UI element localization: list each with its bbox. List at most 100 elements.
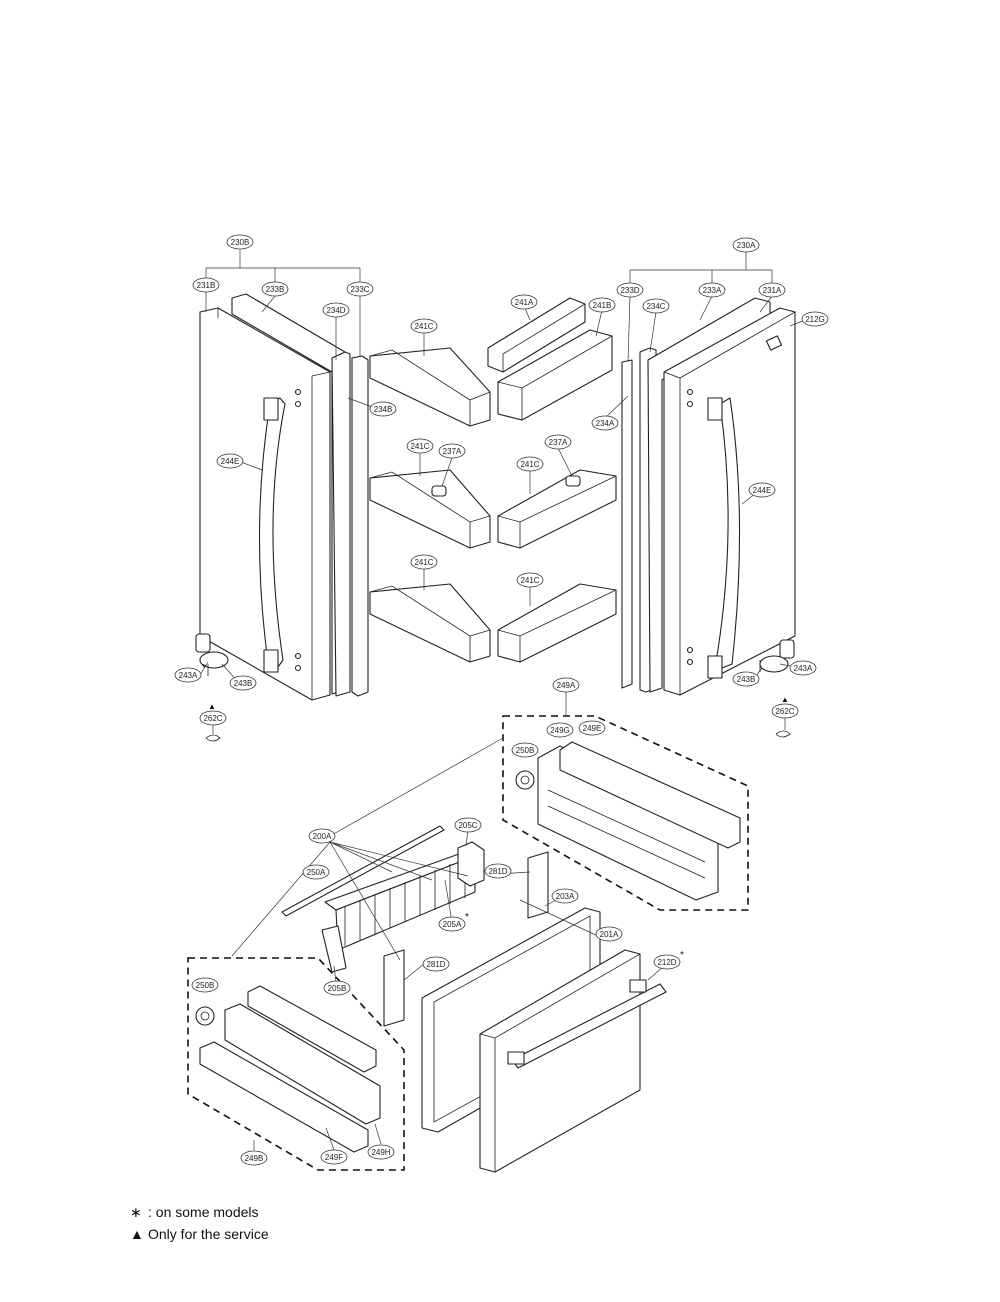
svg-text:234C: 234C bbox=[646, 302, 665, 311]
svg-text:249F: 249F bbox=[325, 1153, 343, 1162]
svg-text:249A: 249A bbox=[557, 681, 576, 690]
svg-text:233A: 233A bbox=[703, 286, 722, 295]
svg-text:241B: 241B bbox=[593, 301, 612, 310]
right-hinge-pin-262C bbox=[775, 730, 791, 738]
label-250B-left: 250B bbox=[191, 977, 219, 993]
svg-text:249G: 249G bbox=[550, 726, 570, 735]
label-241C-2: 241C bbox=[406, 438, 434, 454]
right-door-handle bbox=[707, 397, 741, 679]
label-231B: 231B bbox=[192, 277, 220, 293]
svg-text:281D: 281D bbox=[488, 867, 507, 876]
label-241C-1: 241C bbox=[410, 318, 438, 334]
legend-triangle-text: Only for the service bbox=[148, 1226, 269, 1242]
svg-text:237A: 237A bbox=[549, 438, 568, 447]
label-281D-upper: 281D bbox=[484, 863, 512, 879]
label-201A: 201A bbox=[595, 926, 623, 942]
label-233B: 233B bbox=[261, 281, 289, 297]
svg-text:241C: 241C bbox=[414, 322, 433, 331]
star-symbol: ∗ bbox=[130, 1204, 142, 1220]
label-243B-right: 243B bbox=[732, 671, 760, 687]
bin-241A bbox=[487, 297, 586, 373]
svg-text:244E: 244E bbox=[753, 486, 772, 495]
part-labels: 230B 231B 233B 233C 234D 234B 241A 241B … bbox=[174, 234, 829, 1166]
label-234C: 234C bbox=[642, 298, 670, 314]
label-233A: 233A bbox=[698, 282, 726, 298]
label-249A: 249A bbox=[552, 677, 580, 693]
svg-text:233C: 233C bbox=[350, 285, 369, 294]
triangle-symbol: ▲ bbox=[130, 1226, 144, 1242]
label-230B: 230B bbox=[226, 234, 254, 250]
svg-text:249E: 249E bbox=[583, 724, 602, 733]
svg-text:233D: 233D bbox=[620, 286, 639, 295]
svg-text:205A: 205A bbox=[443, 920, 462, 929]
label-243A-left: 243A bbox=[174, 667, 202, 683]
svg-text:234B: 234B bbox=[374, 405, 393, 414]
svg-text:230B: 230B bbox=[231, 238, 250, 247]
right-door-screws bbox=[686, 388, 694, 666]
label-250B-right: 250B bbox=[511, 742, 539, 758]
label-243A-right: 243A bbox=[789, 660, 817, 676]
svg-text:200A: 200A bbox=[313, 832, 332, 841]
svg-text:243A: 243A bbox=[794, 664, 813, 673]
left-hinge-pin-262C bbox=[205, 734, 221, 742]
svg-text:212D: 212D bbox=[657, 958, 676, 967]
bracket-281D-upper bbox=[527, 851, 549, 919]
label-250A: 250A bbox=[302, 864, 330, 880]
star-mark-243A: * bbox=[202, 663, 206, 674]
triangle-mark-262C-right: ▲ bbox=[781, 695, 789, 704]
svg-text:281D: 281D bbox=[426, 960, 445, 969]
svg-text:244E: 244E bbox=[221, 457, 240, 466]
label-244E-left: 244E bbox=[216, 453, 244, 469]
label-281D-lower: 281D bbox=[422, 956, 450, 972]
left-door-strip bbox=[351, 355, 369, 697]
label-241B: 241B bbox=[588, 297, 616, 313]
svg-text:205C: 205C bbox=[458, 821, 477, 830]
drawer-leaders bbox=[231, 737, 665, 983]
svg-text:250A: 250A bbox=[307, 868, 326, 877]
right-door-strip bbox=[621, 359, 633, 689]
svg-text:237A: 237A bbox=[443, 447, 462, 456]
svg-text:262C: 262C bbox=[203, 714, 222, 723]
bin-241C-lower-left bbox=[369, 583, 491, 663]
svg-text:203A: 203A bbox=[556, 892, 575, 901]
rail-group-249A bbox=[502, 692, 749, 911]
svg-text:241C: 241C bbox=[410, 442, 429, 451]
svg-text:262C: 262C bbox=[775, 707, 794, 716]
star-mark-205A: * bbox=[465, 912, 469, 923]
svg-text:212G: 212G bbox=[805, 315, 825, 324]
label-237A-left: 237A bbox=[438, 443, 466, 459]
svg-text:243B: 243B bbox=[737, 675, 756, 684]
triangle-mark-262C-left: ▲ bbox=[208, 702, 216, 711]
svg-text:205B: 205B bbox=[328, 984, 347, 993]
label-212G: 212G bbox=[801, 311, 829, 327]
drawer-front-panel bbox=[479, 949, 667, 1173]
marks: * * * ▲ ▲ bbox=[202, 663, 789, 961]
label-249E: 249E bbox=[578, 720, 606, 736]
label-234B: 234B bbox=[369, 401, 397, 417]
left-door-handle bbox=[258, 397, 286, 673]
label-205A: 205A bbox=[438, 916, 466, 932]
svg-text:241A: 241A bbox=[515, 298, 534, 307]
svg-text:241C: 241C bbox=[520, 460, 539, 469]
svg-text:234D: 234D bbox=[326, 306, 345, 315]
label-241C-3: 241C bbox=[516, 456, 544, 472]
svg-text:250B: 250B bbox=[196, 981, 215, 990]
label-205B: 205B bbox=[323, 980, 351, 996]
svg-text:250B: 250B bbox=[516, 746, 535, 755]
label-243B-left: 243B bbox=[229, 675, 257, 691]
label-241C-5: 241C bbox=[516, 572, 544, 588]
svg-text:241C: 241C bbox=[520, 576, 539, 585]
left-door-frame bbox=[331, 351, 351, 697]
svg-text:234A: 234A bbox=[596, 419, 615, 428]
bin-241C-lower-right bbox=[497, 583, 617, 663]
svg-text:231A: 231A bbox=[763, 286, 782, 295]
label-249H: 249H bbox=[367, 1144, 395, 1160]
legend-triangle: ▲Only for the service bbox=[130, 1226, 269, 1242]
legend-star: ∗: on some models bbox=[130, 1204, 259, 1221]
bin-241C-middle-left bbox=[369, 469, 491, 549]
svg-text:231B: 231B bbox=[197, 281, 216, 290]
basket-200A bbox=[321, 841, 485, 973]
label-262C-right: 262C bbox=[771, 703, 799, 719]
